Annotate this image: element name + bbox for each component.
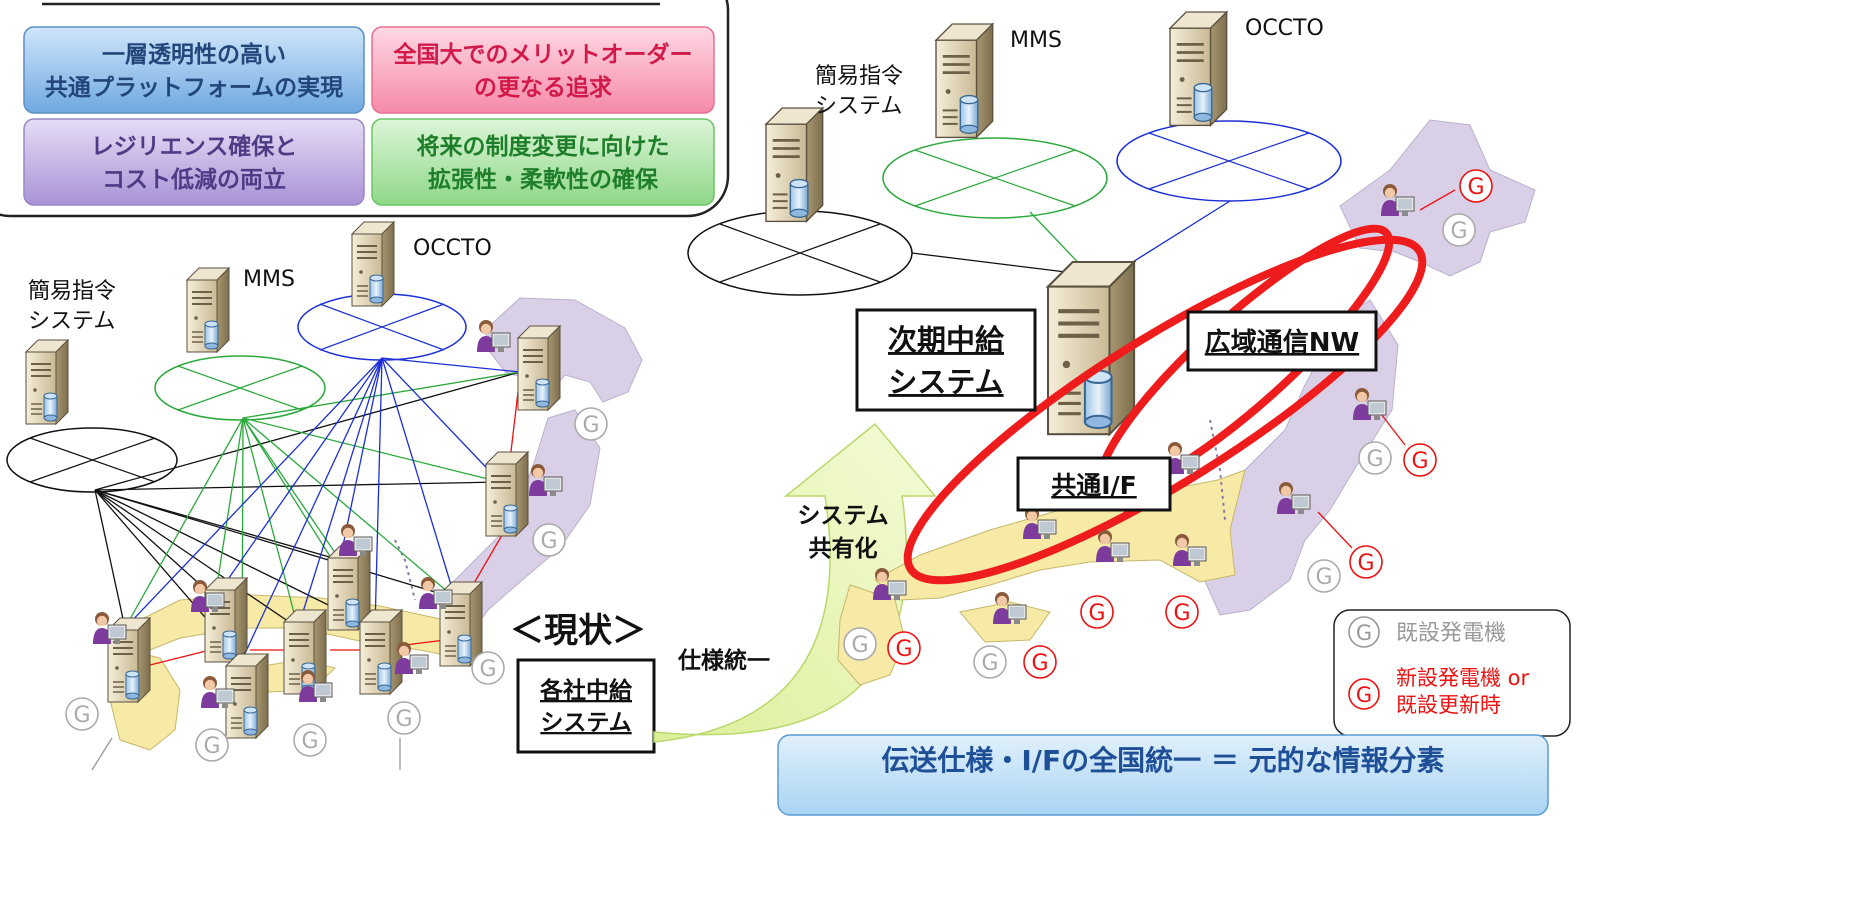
svg-text:レジリエンス確保と: レジリエンス確保と (91, 133, 298, 160)
svg-text:共通I/F: 共通I/F (1051, 471, 1137, 500)
labels-current: 簡易指令 システム MMS OCCTO ＜現状＞ (28, 236, 646, 651)
server-simple-future (764, 106, 825, 223)
server-simple-current (25, 339, 69, 425)
svg-text:システム: システム (888, 365, 1003, 399)
svg-text:G: G (1356, 683, 1372, 707)
goal-resilience: レジリエンス確保と コスト低減の両立 (23, 118, 365, 206)
common-if-box: 共通I/F (1016, 456, 1172, 512)
svg-text:拡張性・柔軟性の確保: 拡張性・柔軟性の確保 (428, 166, 659, 193)
svg-text:既設発電機: 既設発電機 (1396, 621, 1506, 646)
bottom-banner: 伝送仕様・I/Fの全国統一 ＝ 元的な情報分素 (777, 734, 1549, 816)
legend-new: G 新設発電機 or 既設更新時 (1348, 666, 1530, 717)
svg-text:簡易指令: 簡易指令 (28, 279, 116, 304)
svg-text:の更なる追求: の更なる追求 (474, 74, 612, 101)
network-simple-current (6, 427, 178, 493)
svg-text:システム: システム (815, 94, 902, 119)
svg-text:G: G (1356, 621, 1372, 645)
label-share-2: 共有化 (809, 535, 878, 562)
svg-text:一層透明性の高い: 一層透明性の高い (102, 41, 286, 68)
label-share-1: システム (797, 503, 888, 529)
network-mms-current (154, 355, 326, 421)
svg-text:OCCTO: OCCTO (413, 236, 492, 261)
label-spec-unify: 仕様統一 (677, 647, 770, 674)
server-occto-future (1168, 10, 1229, 127)
current-state-title: ＜現状＞ (510, 611, 646, 651)
network-occto-future (1116, 120, 1342, 202)
labels-future: 簡易指令 システム MMS OCCTO (815, 16, 1324, 119)
goal-merit-order: 全国大でのメリットオーダー の更なる追求 (371, 26, 715, 114)
server-occto-current (351, 221, 395, 307)
svg-text:OCCTO: OCCTO (1245, 16, 1324, 41)
generator-legend: G 既設発電機 G 新設発電機 or 既設更新時 (1333, 609, 1571, 737)
legend-existing: G 既設発電機 (1348, 616, 1506, 648)
svg-text:全国大でのメリットオーダー: 全国大でのメリットオーダー (393, 41, 693, 68)
svg-text:各社中給: 各社中給 (539, 677, 633, 704)
svg-text:広域通信NW: 広域通信NW (1205, 327, 1359, 358)
next-central-system-box: 次期中給 システム (855, 308, 1037, 412)
svg-text:MMS: MMS (1010, 28, 1062, 53)
svg-text:将来の制度変更に向けた: 将来の制度変更に向けた (417, 133, 670, 160)
svg-text:システム: システム (28, 309, 115, 334)
svg-text:コスト低減の両立: コスト低減の両立 (102, 166, 286, 193)
svg-text:新設発電機 or: 新設発電機 or (1396, 666, 1530, 690)
svg-text:次期中給: 次期中給 (888, 323, 1005, 357)
svg-text:既設更新時: 既設更新時 (1396, 693, 1501, 717)
server-mms-current (186, 267, 230, 353)
wide-area-network-box: 広域通信NW (1186, 310, 1378, 372)
goal-transparency: 一層透明性の高い 共通プラットフォームの実現 (23, 26, 365, 114)
server-mms-future (934, 22, 995, 139)
future-links (911, 189, 1456, 549)
svg-text:MMS: MMS (243, 267, 295, 292)
goal-flexibility: 将来の制度変更に向けた 拡張性・柔軟性の確保 (371, 118, 715, 206)
svg-text:簡易指令: 簡易指令 (815, 64, 903, 89)
goals-panel: 一層透明性の高い 共通プラットフォームの実現 全国大でのメリットオーダー の更な… (0, 0, 730, 218)
network-mms-future (882, 137, 1108, 219)
svg-text:システム: システム (540, 710, 631, 736)
svg-text:伝送仕様・I/Fの全国統一 ＝ 元的な情報分素: 伝送仕様・I/Fの全国統一 ＝ 元的な情報分素 (881, 744, 1444, 777)
current-links (91, 357, 521, 771)
current-system-box: 各社中給 システム (516, 658, 656, 754)
network-simple-future (687, 210, 913, 296)
svg-text:共通プラットフォームの実現: 共通プラットフォームの実現 (45, 74, 343, 101)
